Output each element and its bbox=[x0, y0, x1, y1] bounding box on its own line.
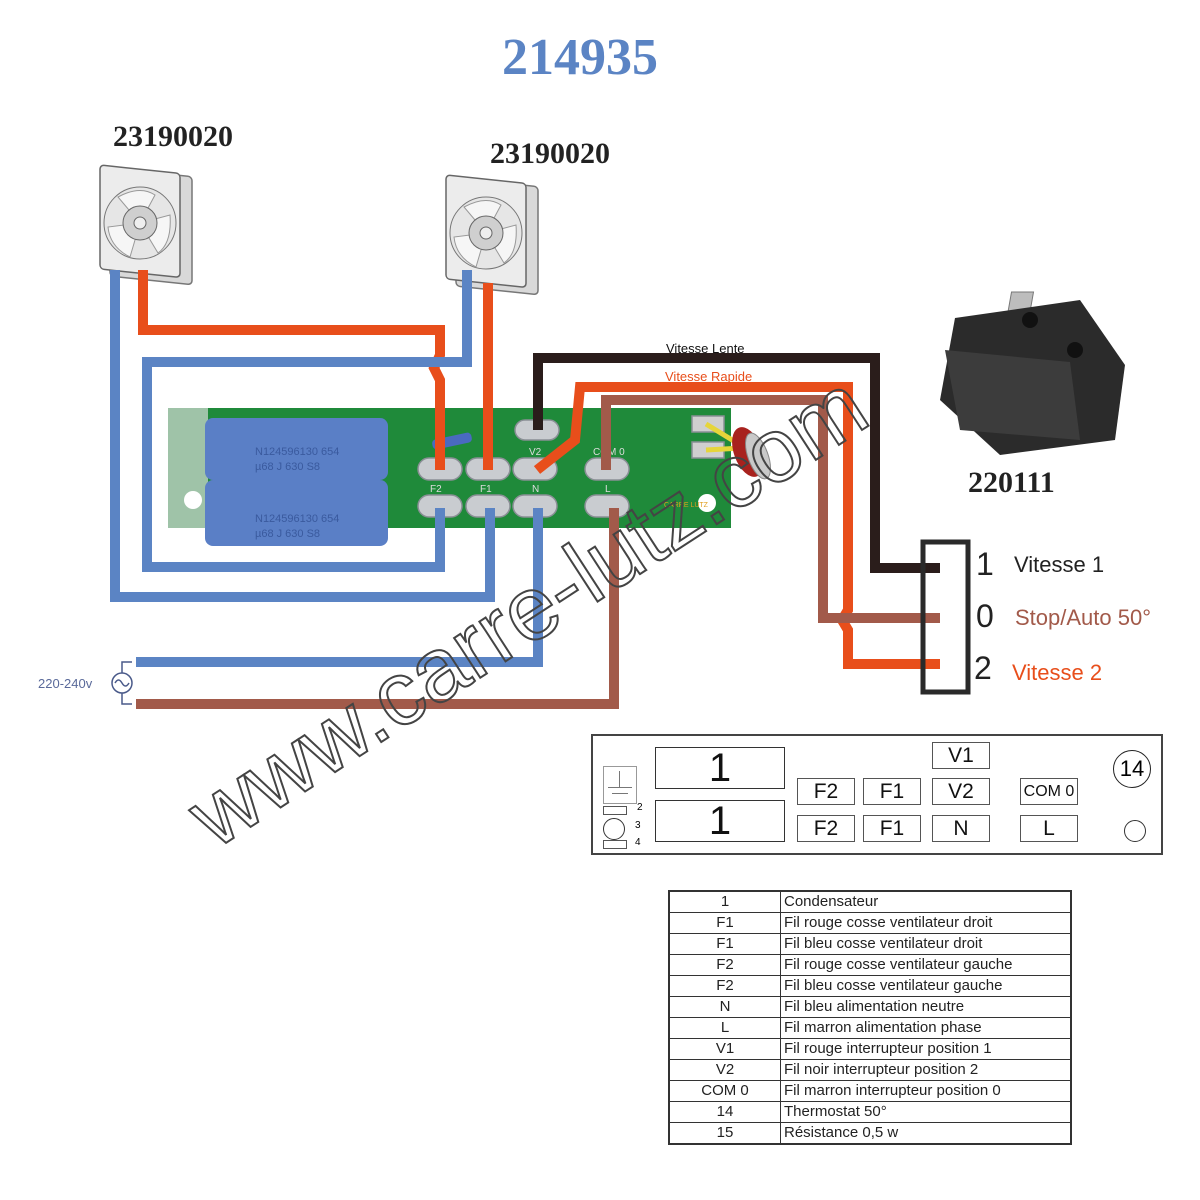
legend-key: V1 bbox=[668, 1038, 781, 1060]
terminal-l: L bbox=[1020, 815, 1078, 842]
wire-brown-com0 bbox=[601, 395, 940, 623]
legend-key: V2 bbox=[668, 1059, 781, 1081]
capacitor-icon bbox=[205, 418, 388, 480]
legend-key: 15 bbox=[668, 1122, 781, 1145]
power-supply-label: 220-240v bbox=[38, 676, 93, 691]
wire-blue-neutral bbox=[136, 508, 543, 667]
capacitor-marking: N124596130 654 bbox=[255, 446, 339, 458]
terminal-com0: COM 0 bbox=[1020, 778, 1078, 805]
thermostat-marker: 14 bbox=[1113, 750, 1151, 788]
svg-text:L: L bbox=[605, 484, 611, 495]
wire-black-slow bbox=[533, 353, 940, 573]
switch-position-2-label: Vitesse 2 bbox=[1012, 660, 1102, 685]
wire-brown-phase bbox=[136, 508, 619, 709]
fan-icon bbox=[445, 174, 539, 296]
fan-right-part-number: 23190020 bbox=[490, 137, 610, 170]
legend-description: Fil bleu cosse ventilateur gauche bbox=[780, 975, 1072, 997]
legend-description: Fil rouge interrupteur position 1 bbox=[780, 1038, 1072, 1060]
legend-description: Fil bleu alimentation neutre bbox=[780, 996, 1072, 1018]
legend-description: Fil rouge cosse ventilateur gauche bbox=[780, 954, 1072, 976]
svg-text:V2: V2 bbox=[529, 447, 542, 458]
wires bbox=[110, 270, 940, 709]
switch-position-1-number: 1 bbox=[976, 546, 994, 582]
terminal-v1: V1 bbox=[932, 742, 990, 769]
legend-key: L bbox=[668, 1017, 781, 1039]
ground-symbol-icon bbox=[603, 766, 637, 804]
switch-position-1-label: Vitesse 1 bbox=[1014, 552, 1104, 577]
svg-text:µ68 J 630 S8: µ68 J 630 S8 bbox=[255, 461, 320, 473]
label-vitesse-lente: Vitesse Lente bbox=[666, 341, 745, 356]
legend-description: Fil bleu cosse ventilateur droit bbox=[780, 933, 1072, 955]
legend-description: Résistance 0,5 w bbox=[780, 1122, 1072, 1145]
wire-blue-fan-right-f2 bbox=[142, 270, 472, 572]
legend-description: Fil rouge cosse ventilateur droit bbox=[780, 912, 1072, 934]
legend-key: N bbox=[668, 996, 781, 1018]
legend-description: Fil marron alimentation phase bbox=[780, 1017, 1072, 1039]
legend-key: F2 bbox=[668, 954, 781, 976]
legend-key: F2 bbox=[668, 975, 781, 997]
legend-description: Condensateur bbox=[780, 890, 1072, 913]
capacitor-1-box: 1 bbox=[655, 747, 785, 789]
svg-text:F2: F2 bbox=[430, 484, 442, 495]
board-layout-diagram: 2 3 4 1 1 V1 F2 F1 V2 COM 0 F2 F1 N L 14 bbox=[591, 734, 1163, 855]
pcb-board: N124596130 654 µ68 J 630 S8 N124596130 6… bbox=[168, 408, 771, 546]
switch-position-0-label: Stop/Auto 50° bbox=[1015, 605, 1151, 630]
terminal-f2-top: F2 bbox=[797, 778, 855, 805]
svg-text:N: N bbox=[532, 484, 539, 495]
legend-description: Fil marron interrupteur position 0 bbox=[780, 1080, 1072, 1102]
terminal-v2: V2 bbox=[932, 778, 990, 805]
switch-terminal-block bbox=[920, 539, 971, 695]
legend-description: Thermostat 50° bbox=[780, 1101, 1072, 1123]
fan-icon bbox=[99, 164, 193, 286]
rocker-switch-icon bbox=[940, 291, 1125, 455]
thermostat-icon bbox=[704, 421, 771, 480]
ac-source-icon bbox=[111, 661, 133, 705]
terminal-n: N bbox=[932, 815, 990, 842]
legend-key: F1 bbox=[668, 912, 781, 934]
terminal-f1-top: F1 bbox=[863, 778, 921, 805]
capacitor-marking: N124596130 654 bbox=[255, 513, 339, 525]
wire-red-fan-left-f2 bbox=[138, 270, 445, 470]
wire-blue-fan-left-f1 bbox=[110, 270, 495, 602]
switch-position-0-number: 0 bbox=[976, 598, 994, 634]
diagram-title: 214935 bbox=[502, 29, 658, 86]
capacitor-icon bbox=[205, 480, 388, 546]
legend-description: Fil noir interrupteur position 2 bbox=[780, 1059, 1072, 1081]
svg-text:µ68 J 630 S8: µ68 J 630 S8 bbox=[255, 528, 320, 540]
terminal-f1-bottom: F1 bbox=[863, 815, 921, 842]
wire-red-fast bbox=[533, 382, 940, 669]
legend-key: 1 bbox=[668, 890, 781, 913]
switch-part-number: 220111 bbox=[968, 466, 1055, 499]
svg-text:F1: F1 bbox=[480, 484, 492, 495]
legend-key: 14 bbox=[668, 1101, 781, 1123]
legend-key: F1 bbox=[668, 933, 781, 955]
terminal-f2-bottom: F2 bbox=[797, 815, 855, 842]
mounting-hole-icon bbox=[1124, 820, 1146, 842]
legend-key: COM 0 bbox=[668, 1080, 781, 1102]
pcb-logo: CARRE LUTZ bbox=[664, 502, 709, 509]
label-vitesse-rapide: Vitesse Rapide bbox=[665, 369, 752, 384]
switch-position-2-number: 2 bbox=[974, 650, 992, 686]
capacitor-2-box: 1 bbox=[655, 800, 785, 842]
fan-left-part-number: 23190020 bbox=[113, 120, 233, 153]
